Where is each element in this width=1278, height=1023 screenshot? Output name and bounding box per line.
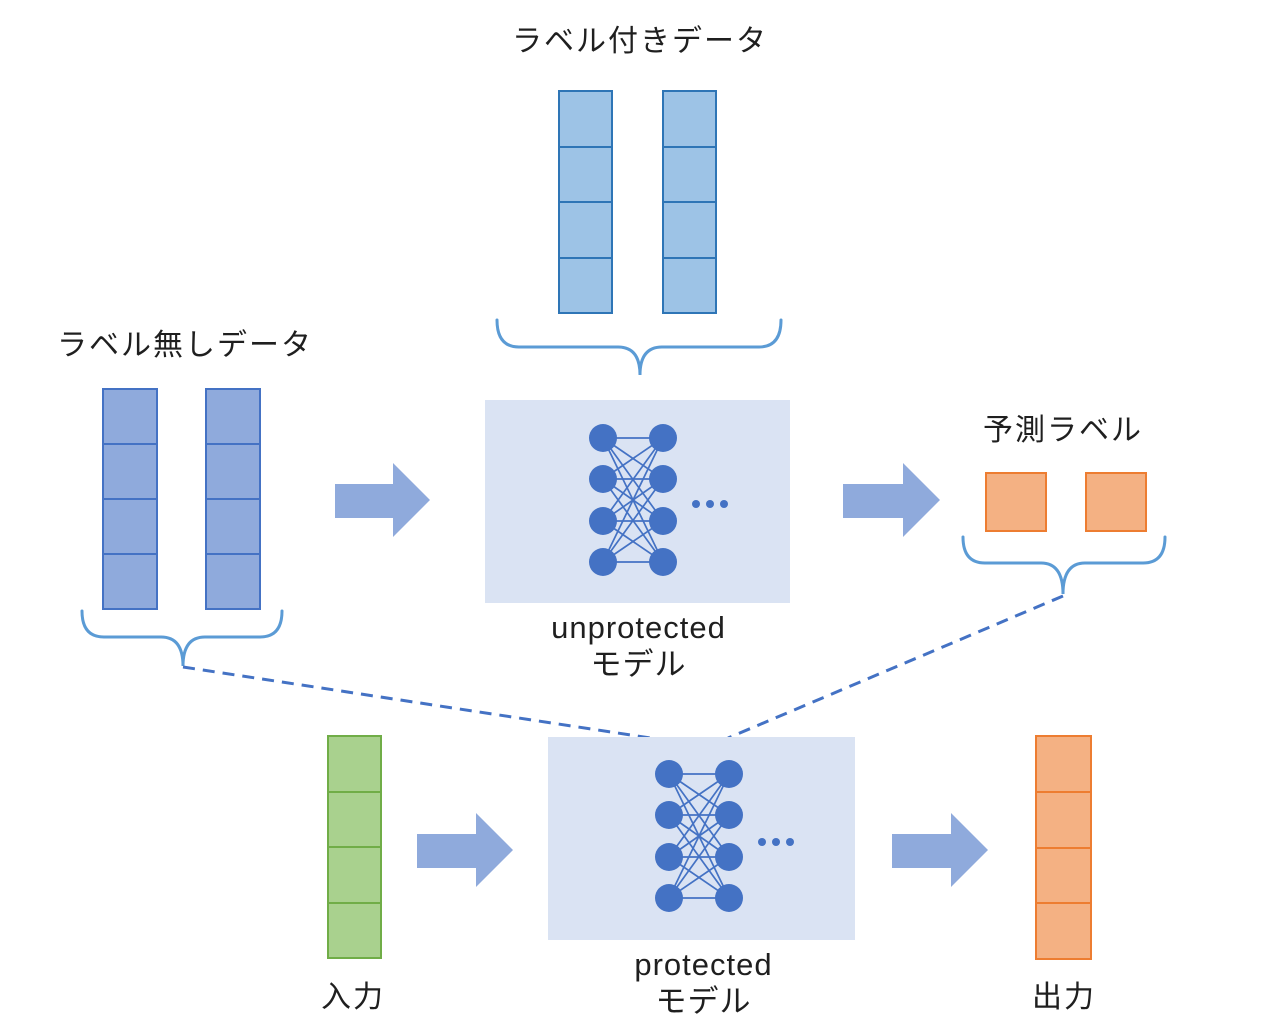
stack-cell: [558, 256, 613, 314]
input-label: 入力: [321, 981, 385, 1014]
brace-predicted-label: [961, 535, 1167, 595]
dot: [786, 838, 794, 846]
arrow-protected-to-output: [892, 813, 988, 887]
unprotected-ellipsis-dots: [692, 500, 728, 508]
protected-neural-network-icon: [655, 760, 743, 912]
labeled-data-title: ラベル付きデータ: [512, 25, 768, 58]
stack-cell: [1035, 846, 1092, 905]
stack-cell: [1035, 790, 1092, 849]
arrow-unlabeled-to-unprotected: [335, 463, 430, 537]
stack-cell: [1035, 735, 1092, 793]
output-stack: [1035, 735, 1092, 960]
dashed-line-predicted-to-protected: [727, 594, 1064, 740]
stack-cell: [327, 735, 382, 793]
protected-model-label: protected モデル: [552, 946, 855, 1020]
stack-cell: [205, 388, 261, 445]
unlabeled-data-stack-2: [205, 388, 261, 610]
unprotected-model-label: unprotected モデル: [487, 609, 790, 683]
stack-cell: [327, 790, 382, 848]
stack-cell: [662, 256, 717, 314]
stack-cell: [327, 846, 382, 904]
arrow-input-to-protected: [417, 813, 513, 887]
stack-cell: [558, 145, 613, 203]
unlabeled-data-stack-1: [102, 388, 158, 610]
predicted-label-square-2: [1085, 472, 1147, 532]
predicted-label-title: 予測ラベル: [983, 414, 1143, 447]
input-stack: [327, 735, 382, 959]
stack-cell: [662, 201, 717, 259]
brace-labeled-data: [495, 318, 783, 376]
dot: [692, 500, 700, 508]
protected-model-label-line2: モデル: [655, 984, 752, 1019]
unprotected-model-label-line2: モデル: [590, 647, 687, 682]
stack-cell: [205, 498, 261, 555]
stack-cell: [558, 201, 613, 259]
stack-cell: [205, 553, 261, 610]
unlabeled-data-title: ラベル無しデータ: [57, 329, 313, 362]
stack-cell: [205, 443, 261, 500]
dot: [706, 500, 714, 508]
stack-cell: [558, 90, 613, 148]
stack-cell: [662, 90, 717, 148]
unprotected-neural-network-icon: [589, 424, 677, 576]
stack-cell: [102, 498, 158, 555]
dot: [772, 838, 780, 846]
stack-cell: [102, 553, 158, 610]
brace-unlabeled-data: [80, 609, 284, 667]
stack-cell: [1035, 902, 1092, 960]
protected-ellipsis-dots: [758, 838, 794, 846]
protected-model-label-line1: protected: [634, 947, 773, 982]
stack-cell: [102, 443, 158, 500]
stack-cell: [327, 901, 382, 959]
unprotected-model-box: [485, 400, 790, 603]
predicted-label-square-1: [985, 472, 1047, 532]
dot: [758, 838, 766, 846]
stack-cell: [102, 388, 158, 445]
stack-cell: [662, 145, 717, 203]
arrow-unprotected-to-predicted: [843, 463, 940, 537]
labeled-data-stack-2: [662, 90, 717, 314]
labeled-data-stack-1: [558, 90, 613, 314]
unprotected-model-label-line1: unprotected: [551, 610, 726, 645]
dot: [720, 500, 728, 508]
output-label: 出力: [1032, 981, 1096, 1014]
